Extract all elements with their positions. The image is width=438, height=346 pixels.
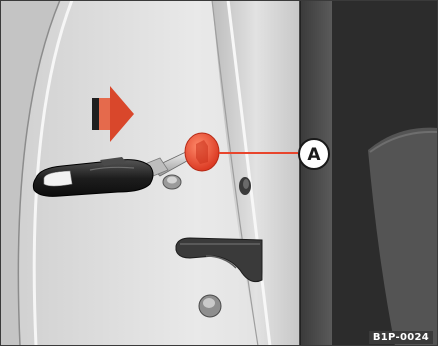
pillar-hole-icon bbox=[239, 177, 251, 195]
callout-a-marker: A bbox=[299, 139, 329, 169]
figure-code-label: B1P-0024 bbox=[369, 331, 433, 344]
door-bolt-lower-icon bbox=[199, 295, 221, 317]
callout-label: A bbox=[307, 145, 321, 165]
door-bolt-upper-icon bbox=[163, 175, 181, 189]
door-lock-cap-icon bbox=[185, 133, 219, 171]
door-seal bbox=[300, 0, 332, 346]
